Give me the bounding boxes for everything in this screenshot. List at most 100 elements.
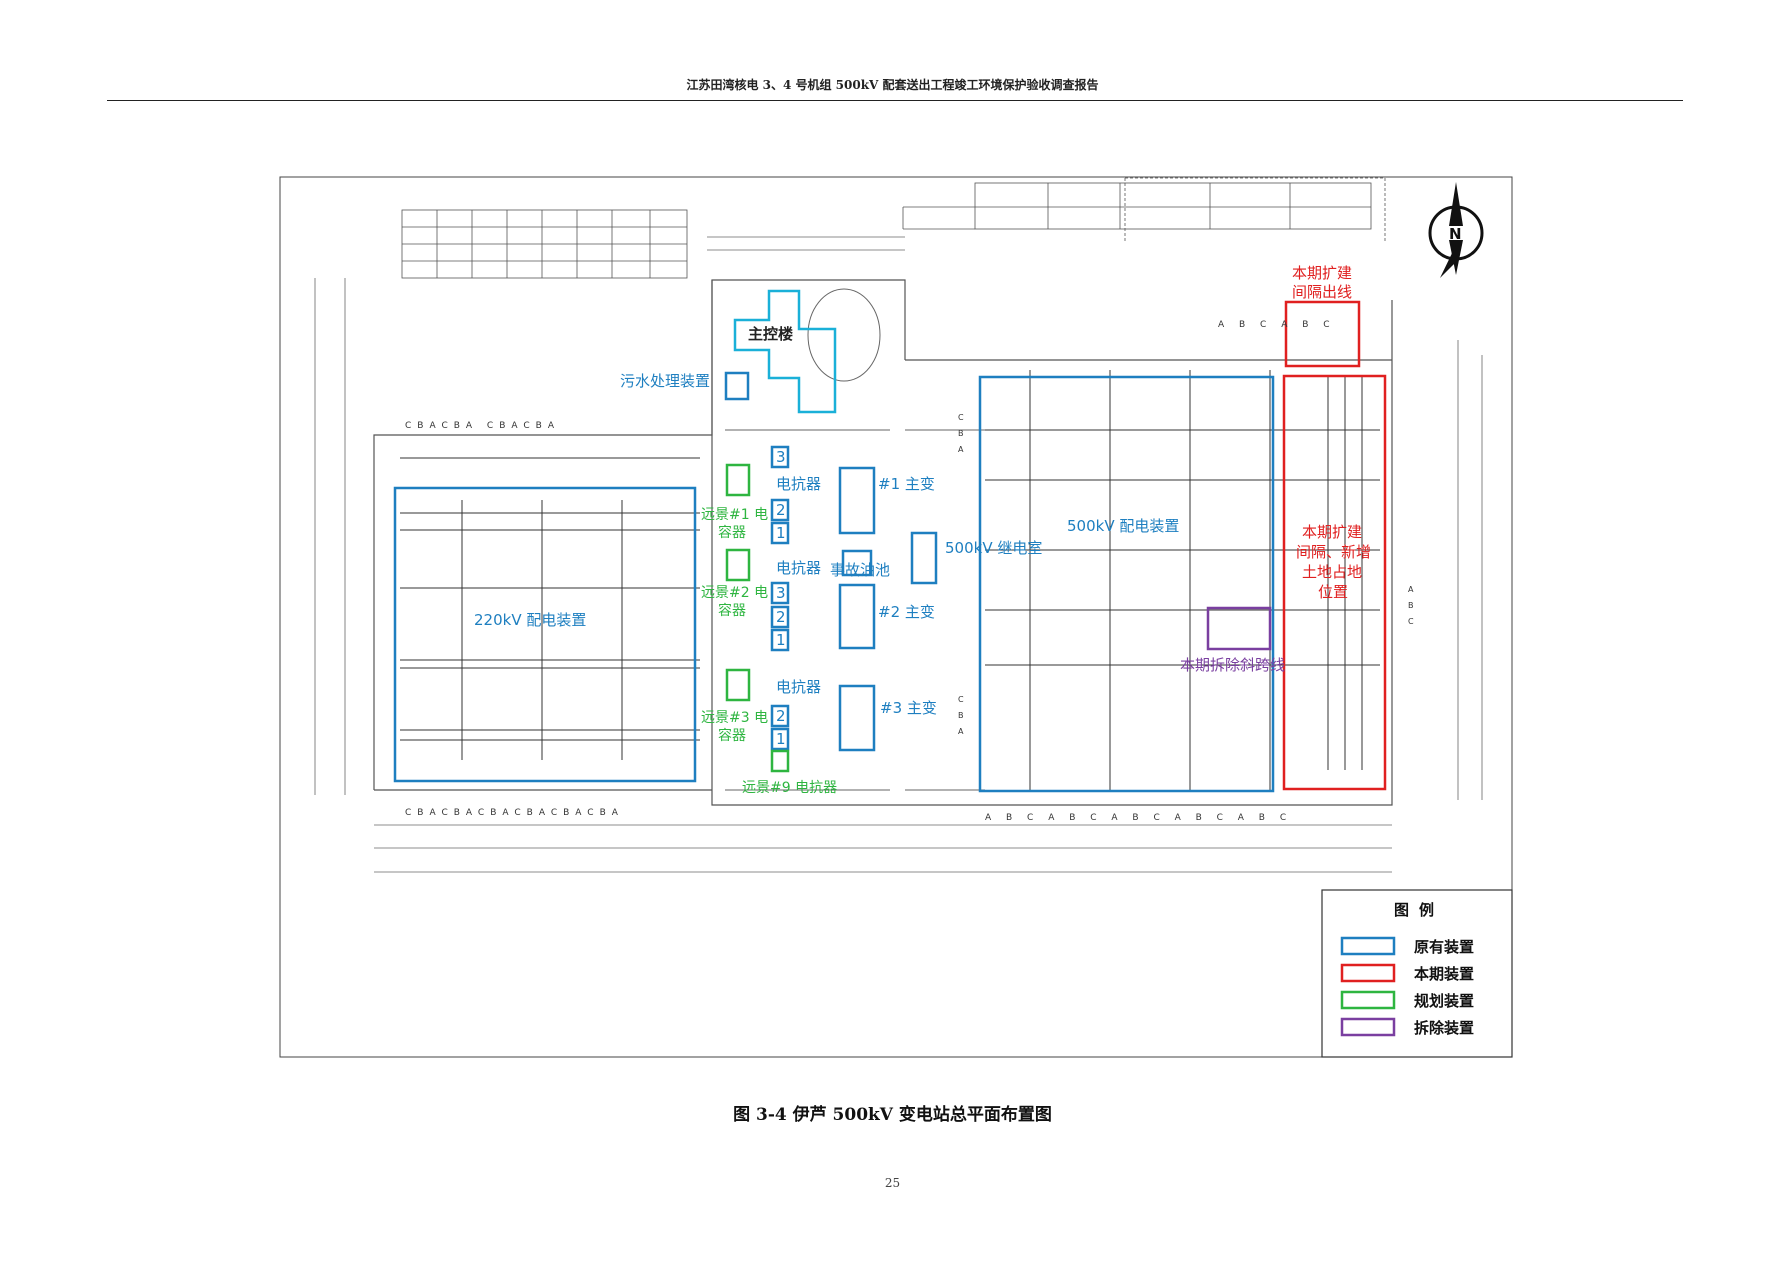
north-label: N <box>1449 225 1462 243</box>
legend-item-existing: 原有装置 <box>1340 936 1474 956</box>
legend-swatch-existing <box>1340 936 1396 956</box>
line-type-table <box>902 177 1386 242</box>
phase-bottom-500: A B C A B C A B C A B C A B C <box>985 813 1292 823</box>
reactor-num-p1: 1 <box>776 730 786 748</box>
reactor-label-b: 电抗器 <box>776 559 821 577</box>
expansion-area-label-3: 土地占地 <box>1302 563 1362 581</box>
reactor-label-a: 电抗器 <box>776 475 821 493</box>
legend-label-demolished: 拆除装置 <box>1414 1019 1474 1037</box>
dimension-lines <box>314 236 1483 873</box>
reactor-num-m3: 3 <box>776 584 786 602</box>
cap3-box <box>725 668 751 702</box>
relay-room-box <box>910 531 938 585</box>
reactor-1-box <box>770 445 790 469</box>
yard-220-label: 220kV 配电装置 <box>474 611 586 629</box>
reactor-3-box <box>770 521 790 545</box>
expansion-area-box <box>1282 374 1387 791</box>
north-compass-icon: N <box>1428 182 1484 278</box>
legend-swatch-planned <box>1340 990 1396 1010</box>
phase-left-500b-a: A <box>958 727 964 736</box>
cap2-label-2: 容器 <box>718 602 746 619</box>
legend-label-existing: 原有装置 <box>1414 938 1474 956</box>
legend-swatch-this-phase <box>1340 963 1396 983</box>
reactor-2-box <box>770 498 790 522</box>
cap3-label-2: 容器 <box>718 727 746 744</box>
legend: 图例 原有装置 本期装置 规划装置 拆除装置 <box>1321 889 1513 1058</box>
reactor-7-box <box>770 704 790 728</box>
t2-box <box>838 583 876 650</box>
existing-equipment <box>393 371 1275 793</box>
t1-label: #1 主变 <box>878 475 935 493</box>
legend-item-this-phase: 本期装置 <box>1340 963 1474 983</box>
expansion-area-label-2: 间隔、新增 <box>1296 543 1371 561</box>
cap1-label-2: 容器 <box>718 524 746 541</box>
reactor-8-box <box>770 727 790 751</box>
phase-right-500-c: C <box>1408 617 1414 626</box>
cap1-box <box>725 463 751 497</box>
phase-left-500b-c: C <box>958 695 964 704</box>
expansion-bay-box <box>1284 300 1361 368</box>
legend-title: 图例 <box>1394 901 1444 919</box>
reactor-label-c: 电抗器 <box>776 678 821 696</box>
legend-item-demolished: 拆除装置 <box>1340 1017 1474 1037</box>
reactor-num-2: 2 <box>776 501 786 519</box>
t3-box <box>838 684 876 752</box>
phase-top-500: A B C A B C <box>1218 320 1336 330</box>
phase-left-500b-b: B <box>958 711 964 720</box>
figure-caption: 图 3-4 伊芦 500kV 变电站总平面布置图 <box>733 1105 1052 1125</box>
header-rule <box>107 100 1683 101</box>
cap2-box <box>725 548 751 582</box>
phase-left-500-b: B <box>958 429 964 438</box>
phase-top-220: CBACBA CBACBA <box>405 421 560 431</box>
cap2-label-1: 远景#2 电 <box>701 585 768 601</box>
legend-swatch-demolished <box>1340 1017 1396 1037</box>
page-number: 25 <box>884 1176 901 1190</box>
yard-500-box <box>978 375 1275 793</box>
cap1-label-1: 远景#1 电 <box>701 507 768 523</box>
expansion-area-label-1: 本期扩建 <box>1302 523 1362 541</box>
legend-label-this-phase: 本期装置 <box>1414 965 1474 983</box>
t3-label: #3 主变 <box>880 699 937 717</box>
reactor9-label: 远景#9 电抗器 <box>742 780 837 796</box>
reactor-num-1: 1 <box>776 524 786 542</box>
accident-pool-box <box>841 549 873 577</box>
phase-right-500-b: B <box>1408 601 1414 610</box>
expansion-bay-label-1: 本期扩建 <box>1292 264 1352 282</box>
phase-left-500-c: C <box>958 413 964 422</box>
t1-box <box>838 466 876 535</box>
demolish-line-box <box>1206 606 1272 651</box>
accident-pool-label: 事故油池 <box>830 561 890 579</box>
expansion-area-label-4: 位置 <box>1318 583 1348 601</box>
reactor-num-m1: 1 <box>776 631 786 649</box>
demolish-label: 本期拆除斜跨线 <box>1180 656 1285 674</box>
phase-left-500-a: A <box>958 445 964 454</box>
reactor9-box <box>770 749 790 773</box>
yard-500-label: 500kV 配电装置 <box>1067 517 1179 535</box>
page-header: 江苏田湾核电 3、4 号机组 500kV 配套送出工程竣工环境保护验收调查报告 <box>686 78 1099 92</box>
reactor-num-p2: 2 <box>776 707 786 725</box>
reactor-num-3: 3 <box>776 448 786 466</box>
reactor-6-box <box>770 628 790 652</box>
reactor-5-box <box>770 605 790 629</box>
planned-equipment <box>725 463 790 773</box>
phase-right-500-a: A <box>1408 585 1414 594</box>
phase-bottom-220: CBACBACBACBACBACBA <box>405 808 624 818</box>
cap3-label-1: 远景#3 电 <box>701 710 768 726</box>
drawing-info-table <box>401 209 688 279</box>
relay-room-label: 500kV 继电室 <box>945 539 1042 557</box>
legend-item-planned: 规划装置 <box>1340 990 1474 1010</box>
main-control-building-box <box>733 289 837 414</box>
reactor-num-m2: 2 <box>776 608 786 626</box>
drawing-frame <box>279 176 1513 1058</box>
main-control-label: 主控楼 <box>748 325 793 343</box>
sewage-label: 污水处理装置 <box>620 372 710 390</box>
site-roads <box>725 288 985 791</box>
sewage-plant-box <box>724 371 750 401</box>
site-boundary <box>373 279 1393 806</box>
yard-500-grid <box>985 370 1380 790</box>
legend-label-planned: 规划装置 <box>1414 992 1474 1010</box>
yard-220-busbars <box>400 457 700 760</box>
t2-label: #2 主变 <box>878 603 935 621</box>
reactor-4-box <box>770 581 790 605</box>
